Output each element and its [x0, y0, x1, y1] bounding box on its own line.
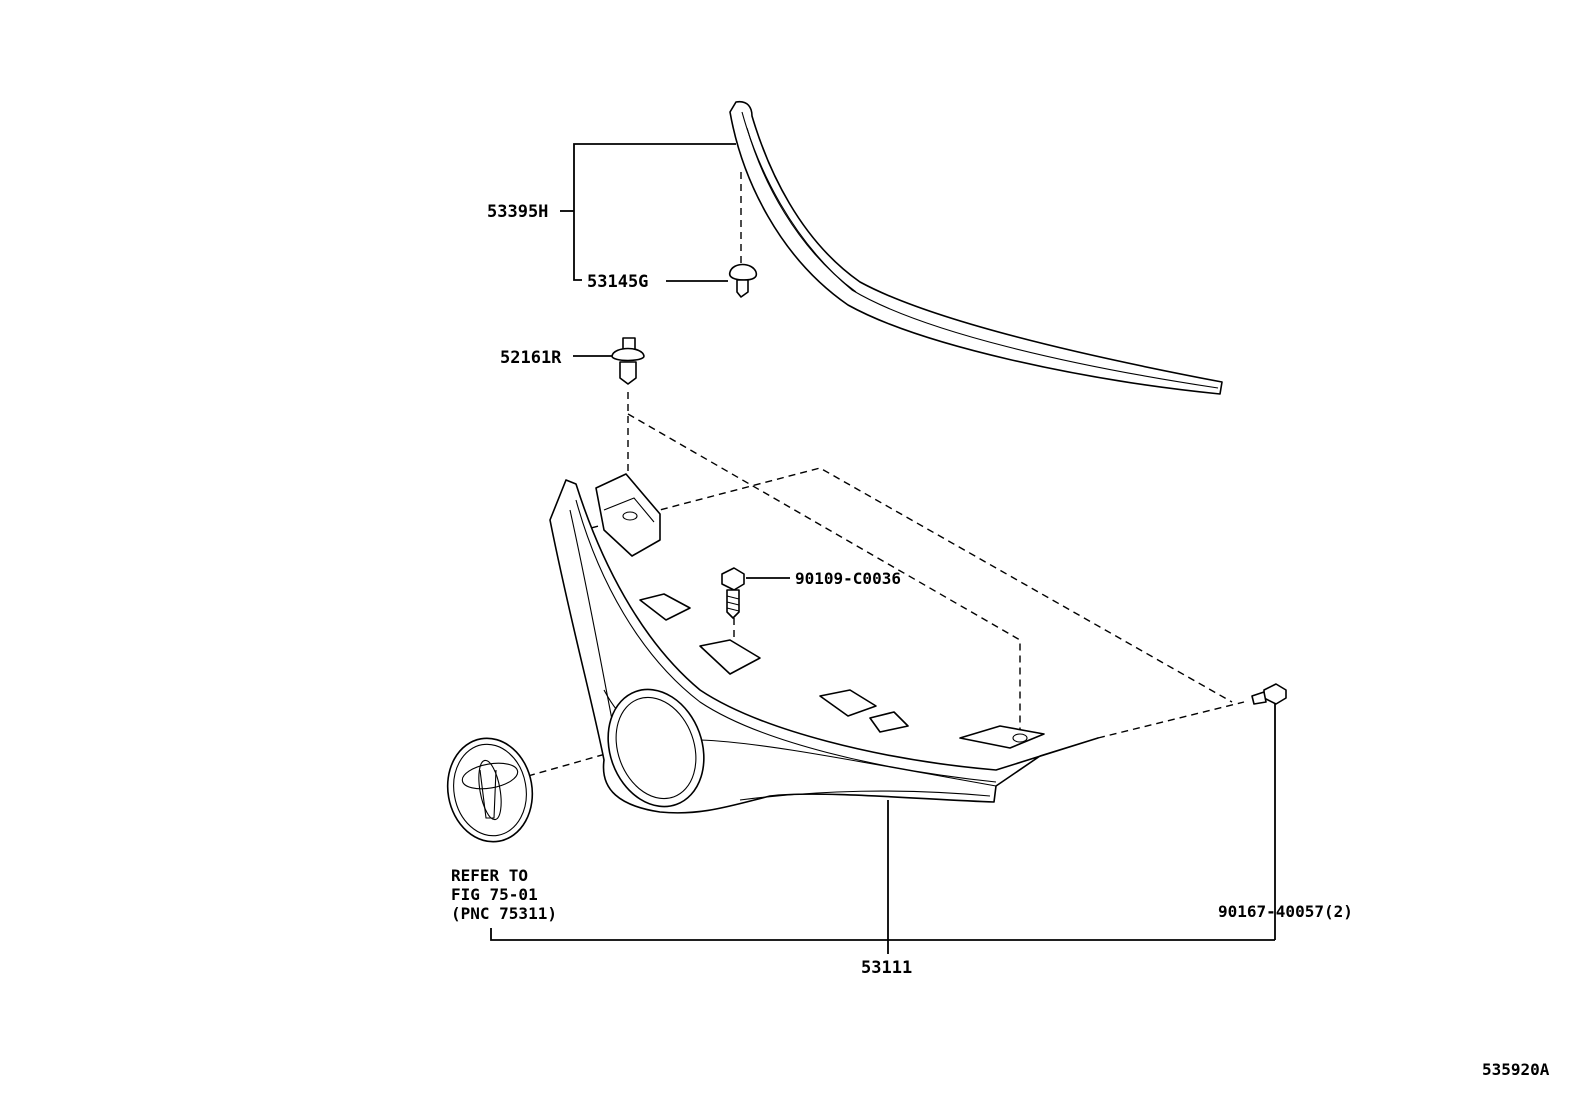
emblem-toyota-logo-icon — [446, 737, 534, 843]
part-label-90109-C0036: 90109-C0036 — [795, 569, 901, 588]
clip-52161R-icon — [611, 337, 645, 385]
grille-molding-strip — [729, 100, 1223, 395]
refer-note-line2: FIG 75-01 — [451, 885, 538, 904]
bracket-53111 — [490, 800, 1275, 954]
part-label-53145G: 53145G — [587, 272, 648, 292]
refer-note-line1: REFER TO — [451, 866, 528, 885]
bracket-53395H — [560, 143, 736, 281]
part-label-52161R: 52161R — [500, 348, 562, 368]
part-label-90167-40057: 90167-40057(2) — [1218, 902, 1353, 921]
radiator-grille-53111 — [549, 473, 1099, 814]
part-label-53395H: 53395H — [487, 202, 548, 222]
refer-note-line3: (PNC 75311) — [451, 904, 557, 923]
figure-id: 535920A — [1482, 1060, 1550, 1079]
screw-90167-icon — [1251, 683, 1287, 705]
part-label-53111: 53111 — [861, 958, 912, 978]
clip-53145G-icon — [728, 263, 758, 298]
bolt-90109-icon — [721, 567, 745, 619]
